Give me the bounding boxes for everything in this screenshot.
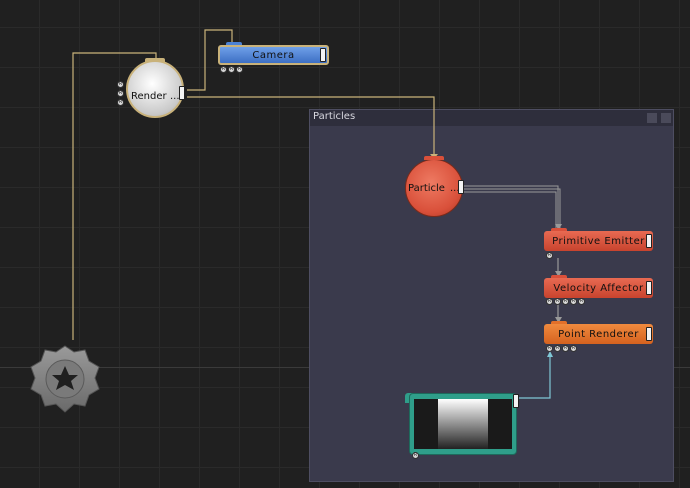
texture-port-1[interactable]: R bbox=[412, 452, 419, 459]
point-renderer-handle[interactable] bbox=[646, 327, 652, 341]
camera-node-ports: R R R bbox=[220, 66, 243, 73]
emitter-port-1[interactable]: R bbox=[546, 252, 553, 259]
affector-port-2[interactable]: R bbox=[554, 298, 561, 305]
point-renderer-node[interactable]: Point Renderer bbox=[544, 324, 653, 344]
camera-node-input-tab[interactable] bbox=[226, 42, 242, 46]
wire-particle-emitter-1 bbox=[463, 185, 559, 228]
render-port-2[interactable]: R bbox=[117, 90, 124, 97]
wire-particle-emitter-3 bbox=[463, 191, 557, 228]
particle-node-ellipsis: ... bbox=[450, 183, 460, 194]
primitive-emitter-node[interactable]: Primitive Emitter bbox=[544, 231, 653, 251]
affector-port-1[interactable]: R bbox=[546, 298, 553, 305]
renderer-port-4[interactable]: R bbox=[570, 345, 577, 352]
texture-node-handle[interactable] bbox=[513, 394, 519, 408]
primitive-emitter-ports: R bbox=[546, 252, 553, 259]
arrow-affector bbox=[555, 271, 562, 277]
velocity-affector-handle[interactable] bbox=[646, 281, 652, 295]
texture-gradient-image bbox=[438, 399, 488, 449]
render-node-handle[interactable] bbox=[179, 86, 185, 100]
wire-root-render bbox=[72, 52, 157, 340]
particle-node-label: Particle bbox=[408, 183, 445, 194]
affector-port-3[interactable]: R bbox=[562, 298, 569, 305]
wire-render-camera bbox=[187, 29, 233, 91]
arrow-texture bbox=[547, 351, 553, 357]
affector-port-4[interactable]: R bbox=[570, 298, 577, 305]
velocity-affector-node[interactable]: Velocity Affector bbox=[544, 278, 653, 298]
camera-port-3[interactable]: R bbox=[236, 66, 243, 73]
particle-node-input-tab[interactable] bbox=[424, 156, 444, 160]
renderer-port-3[interactable]: R bbox=[562, 345, 569, 352]
texture-node-ports: R bbox=[412, 452, 419, 459]
renderer-node-input-tab[interactable] bbox=[551, 321, 567, 325]
velocity-affector-label: Velocity Affector bbox=[553, 282, 644, 294]
render-node-input-tab[interactable] bbox=[145, 58, 165, 62]
wire-texture-renderer bbox=[519, 354, 551, 399]
camera-port-2[interactable]: R bbox=[228, 66, 235, 73]
renderer-port-1[interactable]: R bbox=[546, 345, 553, 352]
wire-particle-emitter-2 bbox=[463, 188, 561, 228]
primitive-emitter-handle[interactable] bbox=[646, 234, 652, 248]
texture-node[interactable] bbox=[409, 393, 517, 455]
affector-node-input-tab[interactable] bbox=[551, 275, 567, 279]
arrow-renderer bbox=[555, 317, 562, 323]
velocity-affector-ports: R R R R R bbox=[546, 298, 585, 305]
texture-preview bbox=[414, 399, 512, 449]
primitive-emitter-label: Primitive Emitter bbox=[552, 235, 645, 247]
render-port-3[interactable]: R bbox=[117, 99, 124, 106]
camera-node[interactable]: Camera bbox=[218, 45, 329, 65]
group-close-button[interactable] bbox=[661, 113, 671, 123]
affector-port-5[interactable]: R bbox=[578, 298, 585, 305]
particle-node-handle[interactable] bbox=[458, 180, 464, 194]
camera-port-1[interactable]: R bbox=[220, 66, 227, 73]
group-title: Particles bbox=[313, 111, 356, 122]
point-renderer-ports: R R R R bbox=[546, 345, 577, 352]
gear-icon[interactable] bbox=[29, 344, 101, 416]
render-node-ports: R R R bbox=[117, 81, 124, 106]
renderer-port-2[interactable]: R bbox=[554, 345, 561, 352]
render-port-1[interactable]: R bbox=[117, 81, 124, 88]
render-node-label: Render bbox=[131, 91, 167, 102]
render-node-ellipsis: ... bbox=[170, 91, 180, 102]
point-renderer-label: Point Renderer bbox=[558, 328, 639, 340]
emitter-node-input-tab[interactable] bbox=[551, 228, 567, 232]
group-collapse-button[interactable] bbox=[647, 113, 657, 123]
group-header[interactable]: Particles bbox=[310, 110, 673, 126]
camera-node-label: Camera bbox=[252, 49, 295, 61]
render-node[interactable] bbox=[126, 60, 184, 118]
wire-render-particle bbox=[187, 96, 435, 158]
camera-node-handle[interactable] bbox=[320, 48, 326, 62]
arrow-emitter bbox=[555, 224, 562, 230]
